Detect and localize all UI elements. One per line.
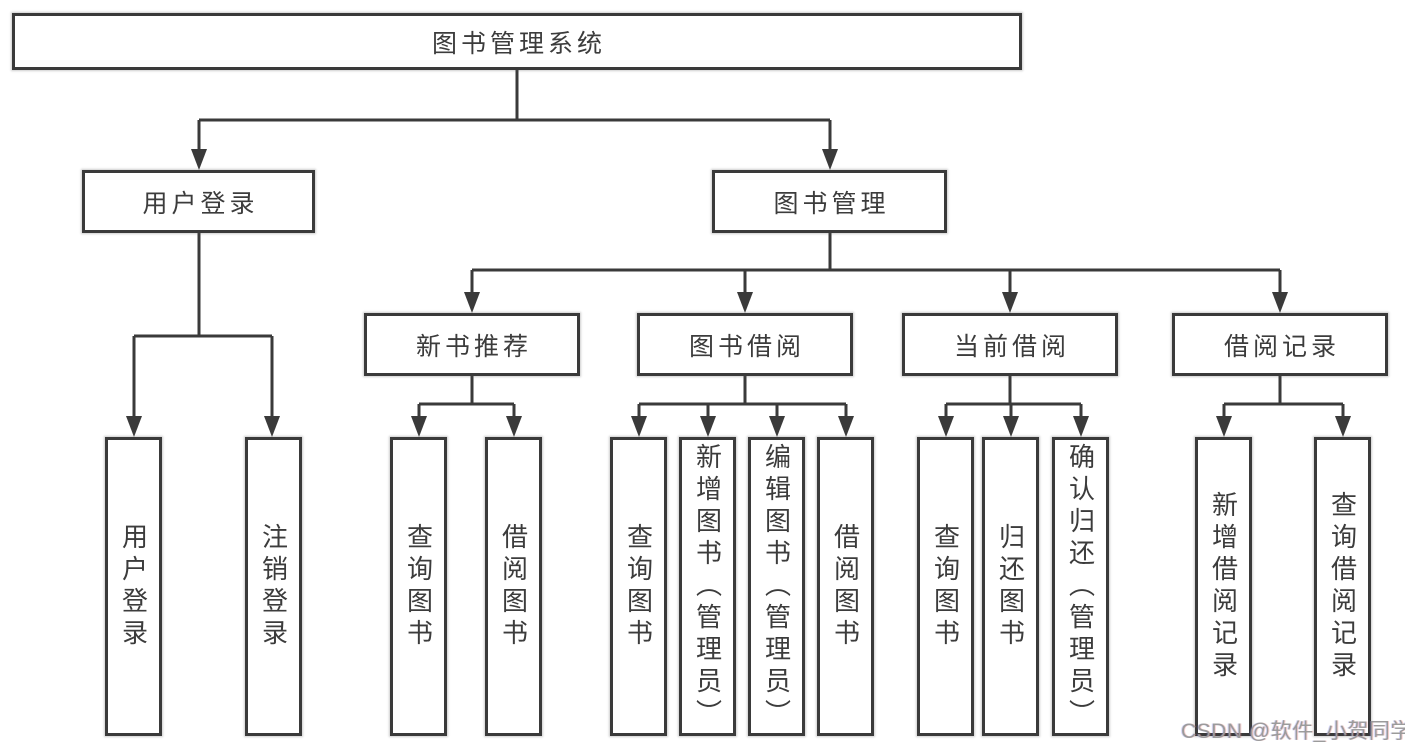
node-root-system-label: 图书管理系统 (431, 29, 606, 58)
leaf-borrow-books-borrowing-label: 借阅图书 (830, 522, 861, 651)
node-user-login: 用户登录 (82, 170, 315, 233)
leaf-logout-label: 注销登录 (258, 522, 289, 651)
node-book-borrowing: 图书借阅 (637, 313, 853, 376)
leaf-confirm-return-admin-label: 确认归还（管理员） (1065, 442, 1096, 731)
leaf-add-borrow-record: 新增借阅记录 (1195, 437, 1252, 736)
leaf-borrow-books-recommend: 借阅图书 (485, 437, 542, 736)
node-book-borrowing-label: 图书借阅 (688, 332, 805, 361)
leaf-query-borrow-record-label: 查询借阅记录 (1327, 490, 1358, 683)
csdn-watermark: CSDN @软件_小贺同学 (1181, 720, 1405, 743)
leaf-confirm-return-admin: 确认归还（管理员） (1052, 437, 1109, 736)
node-new-book-recommend-label: 新书推荐 (415, 332, 532, 361)
leaf-add-book-admin-label: 新增图书（管理员） (692, 442, 723, 731)
node-new-book-recommend: 新书推荐 (364, 313, 580, 376)
leaf-query-books-current: 查询图书 (917, 437, 974, 736)
leaf-query-books-recommend-label: 查询图书 (403, 522, 434, 651)
leaf-user-login-label: 用户登录 (118, 522, 149, 651)
node-borrowing-records-label: 借阅记录 (1223, 332, 1340, 361)
leaf-query-books-current-label: 查询图书 (930, 522, 961, 651)
node-current-borrowing: 当前借阅 (902, 313, 1118, 376)
node-book-management-label: 图书管理 (773, 189, 890, 218)
leaf-borrow-books-recommend-label: 借阅图书 (498, 522, 529, 651)
leaf-query-books-borrowing: 查询图书 (610, 437, 667, 736)
leaf-edit-book-admin: 编辑图书（管理员） (748, 437, 805, 736)
leaf-edit-book-admin-label: 编辑图书（管理员） (761, 442, 792, 731)
leaf-query-borrow-record: 查询借阅记录 (1314, 437, 1371, 736)
leaf-return-book: 归还图书 (982, 437, 1039, 736)
leaf-query-books-recommend: 查询图书 (390, 437, 447, 736)
leaf-borrow-books-borrowing: 借阅图书 (817, 437, 874, 736)
leaf-add-book-admin: 新增图书（管理员） (679, 437, 736, 736)
node-user-login-label: 用户登录 (142, 189, 259, 218)
arrowheads (126, 149, 1351, 437)
leaf-user-login: 用户登录 (105, 437, 162, 736)
node-current-borrowing-label: 当前借阅 (953, 332, 1070, 361)
node-book-management: 图书管理 (712, 170, 947, 233)
leaf-query-books-borrowing-label: 查询图书 (623, 522, 654, 651)
node-root-system: 图书管理系统 (12, 13, 1022, 70)
leaf-add-borrow-record-label: 新增借阅记录 (1208, 490, 1239, 683)
leaf-return-book-label: 归还图书 (995, 522, 1026, 651)
leaf-logout: 注销登录 (245, 437, 302, 736)
node-borrowing-records: 借阅记录 (1172, 313, 1388, 376)
connector-strokes (132, 70, 1345, 418)
